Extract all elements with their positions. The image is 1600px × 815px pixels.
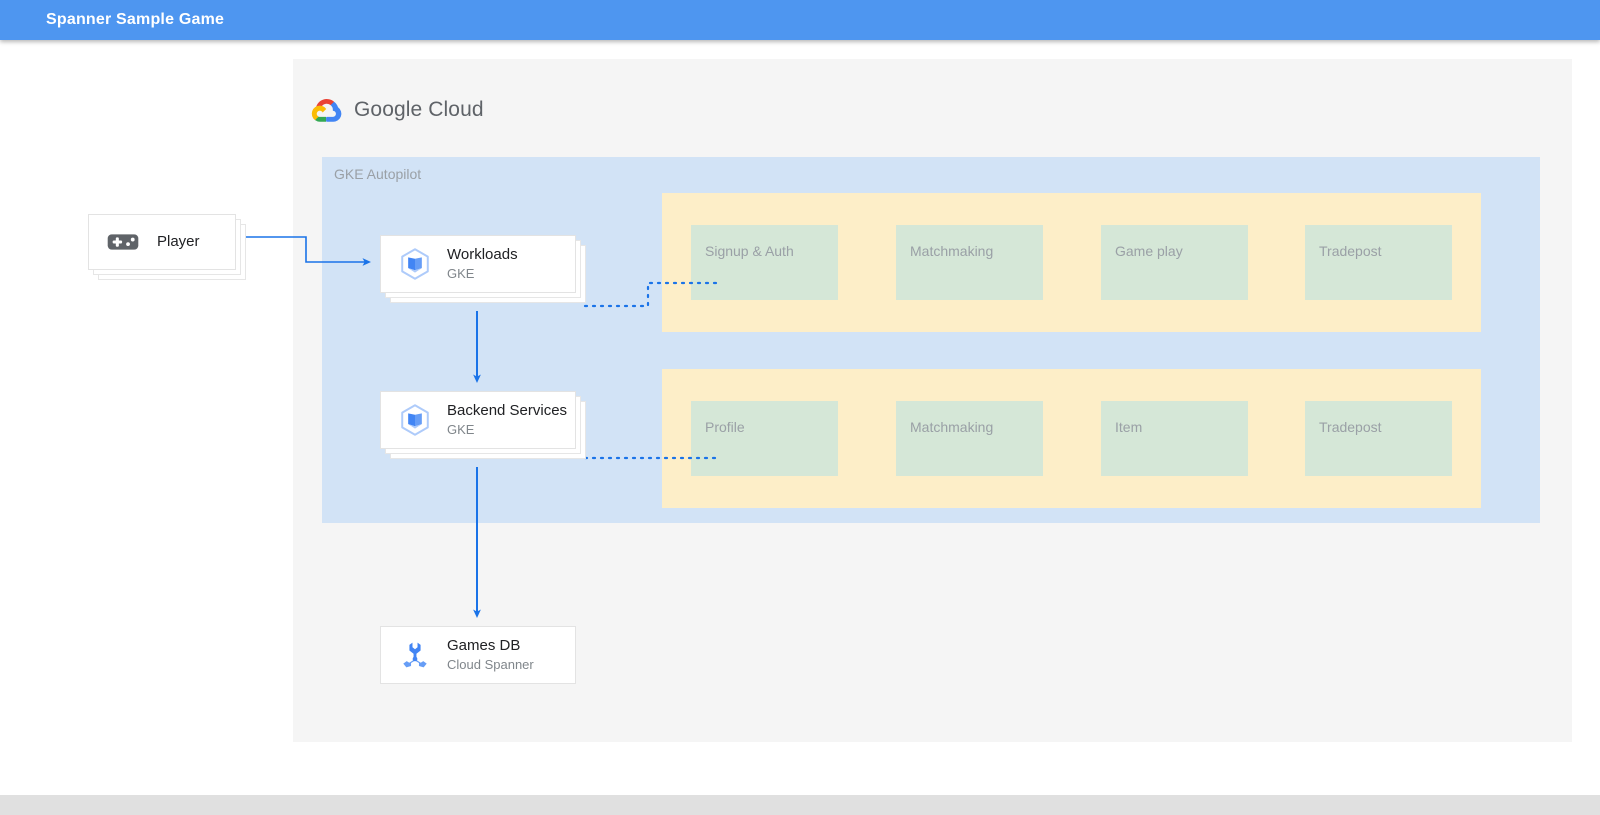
service-box-profile[interactable]: Profile [691,401,838,476]
service-box-tradepost-backend[interactable]: Tradepost [1305,401,1452,476]
node-subtitle: GKE [447,266,475,282]
brand-word-google: Google [354,98,423,121]
app-title: Spanner Sample Game [46,11,225,28]
google-cloud-brand: Google Cloud [309,93,484,127]
node-games-db-text: Games DB Cloud Spanner [447,637,534,674]
node-title: Workloads [447,245,518,263]
service-box-tradepost-frontend[interactable]: Tradepost [1305,225,1452,300]
node-player[interactable]: Player [88,214,236,270]
architecture-diagram-panel: Google Cloud GKE Autopilot Signup & Auth… [293,59,1572,742]
service-group-frontend: Signup & Auth Matchmaking Game play Trad… [662,193,1481,332]
service-label: Game play [1115,243,1183,259]
gke-icon [401,248,429,280]
service-box-signup-auth[interactable]: Signup & Auth [691,225,838,300]
node-workloads-text: Workloads GKE [447,246,518,283]
node-player-text: Player [157,233,200,252]
google-cloud-wordmark: Google Cloud [354,98,484,122]
cloud-spanner-icon [403,642,427,668]
service-box-matchmaking-frontend[interactable]: Matchmaking [896,225,1043,300]
node-games-db[interactable]: Games DB Cloud Spanner [380,626,576,684]
gke-autopilot-label: GKE Autopilot [334,166,422,182]
service-group-backend: Profile Matchmaking Item Tradepost [662,369,1481,508]
google-cloud-logo-icon [311,98,342,122]
node-backend-services[interactable]: Backend Services GKE [380,391,576,449]
node-subtitle: Cloud Spanner [447,657,534,673]
gamepad-icon [107,234,139,250]
service-box-matchmaking-backend[interactable]: Matchmaking [896,401,1043,476]
service-label: Matchmaking [910,243,994,259]
service-box-item[interactable]: Item [1101,401,1248,476]
brand-word-cloud: Cloud [428,98,484,121]
node-subtitle: GKE [447,422,475,438]
service-label: Profile [705,419,745,435]
service-label: Signup & Auth [705,243,794,259]
service-label: Item [1115,419,1143,435]
node-title: Games DB [447,636,521,654]
node-backend-services-text: Backend Services GKE [447,402,567,439]
service-label: Tradepost [1319,419,1382,435]
node-workloads[interactable]: Workloads GKE [380,235,576,293]
gke-icon [401,404,429,436]
app-bar: Spanner Sample Game [0,0,1600,40]
diagram-canvas: Google Cloud GKE Autopilot Signup & Auth… [0,40,1600,795]
node-title: Backend Services [447,401,568,419]
service-box-game-play[interactable]: Game play [1101,225,1248,300]
node-title: Player [157,232,200,250]
service-label: Tradepost [1319,243,1382,259]
footer-strip [0,795,1600,815]
service-label: Matchmaking [910,419,994,435]
